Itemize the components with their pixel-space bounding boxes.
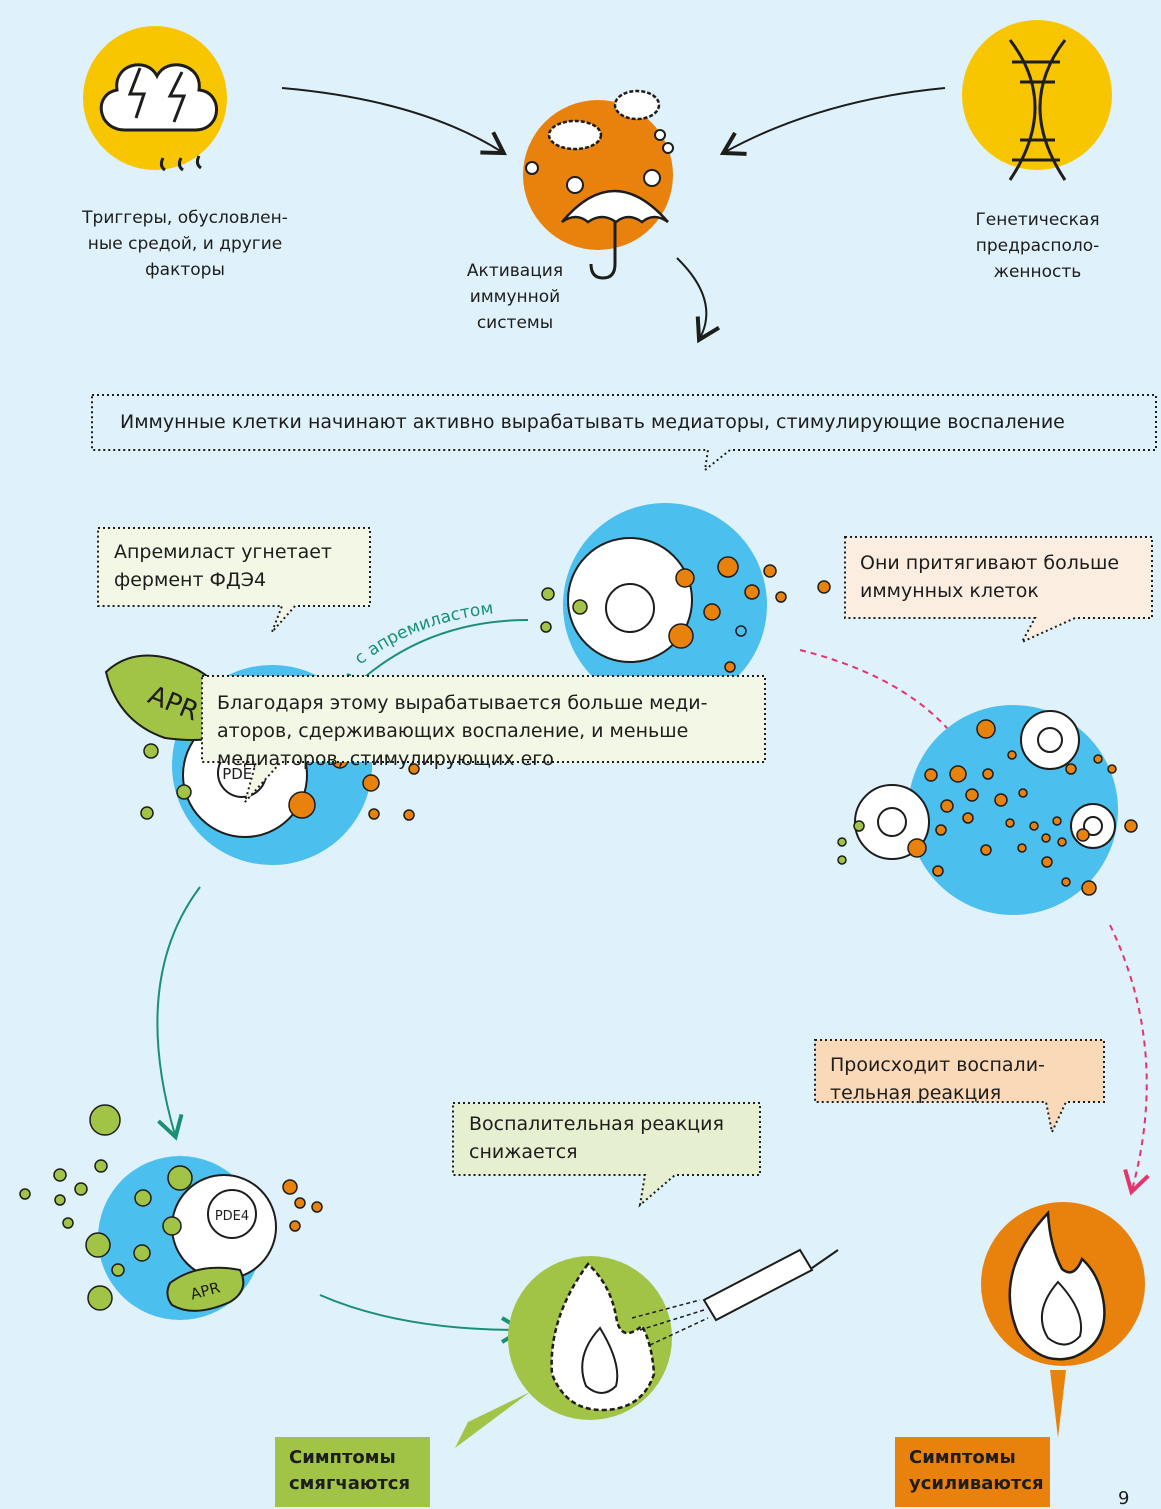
mediators-text: Иммунные клетки начинают активно вырабат…	[120, 411, 1065, 433]
triggers-label: Триггеры, обусловлен- ные средой, и друг…	[82, 208, 288, 280]
inflammation-text: Происходит воспали- тельная реакция	[830, 1054, 1045, 1104]
arrow-activation-down	[676, 257, 721, 344]
page-number: 9	[1118, 1488, 1130, 1509]
immune-cell-center	[540, 503, 831, 707]
immune-cell-inflamed	[837, 705, 1138, 915]
reduced-text: Воспалительная реакция снижается	[469, 1113, 724, 1163]
balance-text: Благодаря этому вырабатывается больше ме…	[217, 692, 708, 770]
attract-text: Они притягивают больше иммунных клеток	[860, 552, 1120, 602]
extinguish-icon	[508, 1248, 839, 1420]
apremilast-text: Апремиласт угнетает фермент ФДЭ4	[114, 541, 332, 591]
activation-label: Активация иммунной системы	[466, 261, 564, 333]
flame-icon	[981, 1202, 1145, 1366]
arrow-to-balanced-cell	[156, 886, 201, 1141]
arrow-to-inflammation	[1109, 924, 1150, 1196]
soften-pointer	[455, 1392, 530, 1448]
reduced-callout-box	[452, 1102, 761, 1208]
pde4-label-balanced: PDE4	[215, 1209, 249, 1224]
arrow-to-reduced	[319, 1294, 526, 1344]
result-worsen: Симптомы усиливаются	[895, 1437, 1050, 1507]
apremilast-callout-box	[97, 527, 371, 633]
arrow-triggers-to-activation	[281, 87, 507, 156]
genetics-icon	[962, 20, 1112, 181]
worsen-pointer	[1050, 1370, 1066, 1438]
inflammation-callout-box	[814, 1039, 1105, 1136]
arrow-genetics-to-activation	[719, 87, 946, 156]
mediators-callout-box	[91, 394, 1157, 473]
triggers-icon	[83, 26, 227, 172]
result-soften: Симптомы смягчаются	[275, 1437, 430, 1507]
attract-callout-box	[844, 536, 1153, 645]
immune-cell-balanced: PDE4 APR	[19, 1104, 323, 1320]
immune-activation-icon	[523, 89, 674, 280]
genetic-label: Генетическая предрасполо- женность	[975, 210, 1100, 282]
